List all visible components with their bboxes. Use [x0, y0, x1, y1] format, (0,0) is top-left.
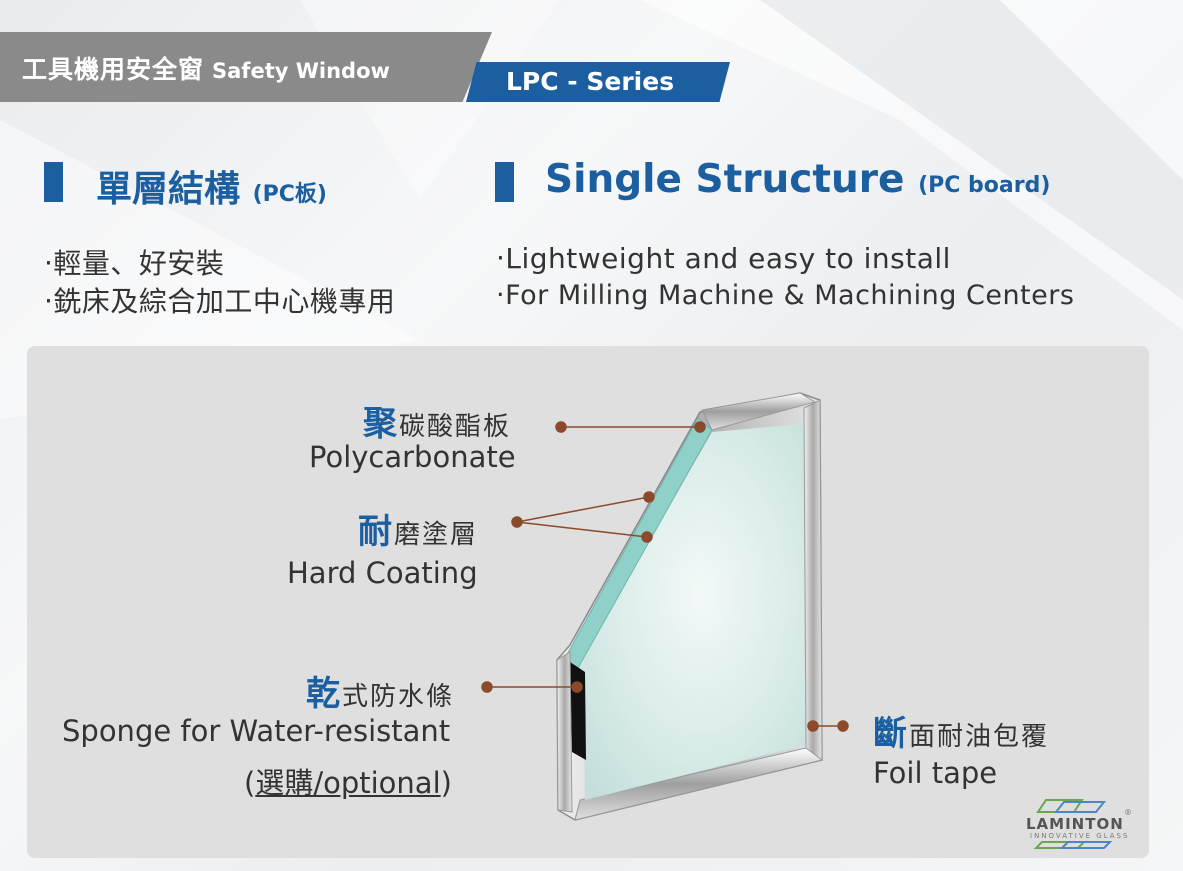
- frame-left-edge: [556, 651, 573, 813]
- heading-en-sub: (PC board): [918, 173, 1051, 198]
- label-polycarbonate-zh-rest: 碳酸酯板: [399, 412, 512, 442]
- heading-zh-text: 單層結構: [96, 169, 241, 210]
- dot-hard-coating-target-2: [641, 531, 653, 543]
- label-sponge-optional: (選購/optional): [244, 760, 452, 802]
- bullet-en-2: ‧For Milling Machine & Machining Centers: [496, 280, 1075, 311]
- dot-foil-target: [807, 720, 819, 732]
- dot-foil-label: [837, 720, 849, 732]
- header-title: 工具機用安全窗 Safety Window: [22, 50, 390, 86]
- glass-pane: [574, 424, 805, 800]
- label-sponge-zh-rest: 式防水條: [342, 682, 455, 712]
- label-sponge-zh-first: 乾: [306, 674, 342, 714]
- heading-zh: 單層結構 (PC板): [96, 160, 327, 212]
- dot-hard-coating-label: [511, 516, 523, 528]
- header-banner: [0, 32, 492, 102]
- dot-sponge-target: [571, 681, 583, 693]
- logo-registered-icon: ®: [1124, 808, 1132, 817]
- title-en: Safety Window: [212, 59, 390, 83]
- label-sponge-zh: 乾式防水條: [306, 666, 454, 715]
- frame-right-edge: [803, 399, 823, 761]
- label-foil-en: Foil tape: [873, 756, 998, 790]
- logo-tagline: INNOVATIVE GLASS: [1030, 832, 1130, 840]
- heading-en: Single Structure (PC board): [545, 157, 1050, 202]
- laminton-logo-icon: [1033, 799, 1113, 849]
- sponge-strip: [570, 662, 586, 760]
- leader-hard-coating-2: [516, 521, 648, 538]
- bullet-en-1: ‧Lightweight and easy to install: [496, 242, 951, 275]
- label-foil-zh-first: 斷: [873, 714, 909, 754]
- dot-polycarbonate-target: [694, 421, 706, 433]
- bullet-zh-1: ‧輕量、好安裝: [44, 247, 225, 280]
- optional-open-paren: (: [244, 766, 256, 800]
- label-polycarbonate-en: Polycarbonate: [309, 440, 516, 474]
- label-hard-coating-zh: 耐磨塗層: [358, 504, 478, 553]
- series-banner: [466, 62, 730, 102]
- label-foil-zh-rest: 面耐油包覆: [909, 722, 1050, 752]
- heading-en-text: Single Structure: [545, 157, 905, 202]
- dot-polycarbonate-label: [555, 421, 567, 433]
- optional-text: 選購/optional: [255, 766, 441, 800]
- label-hard-coating-zh-first: 耐: [358, 512, 394, 552]
- label-hard-coating-zh-rest: 磨塗層: [394, 520, 479, 550]
- logo-name: LAMINTON: [1026, 815, 1124, 833]
- leader-lines: [481, 421, 849, 732]
- dot-sponge-label: [481, 681, 493, 693]
- label-polycarbonate-zh: 聚碳酸酯板: [363, 396, 511, 445]
- heading-bar-zh: [44, 162, 63, 202]
- series-label: LPC - Series: [506, 67, 675, 96]
- optional-close-paren: ): [440, 766, 452, 800]
- dot-hard-coating-target-1: [643, 491, 655, 503]
- heading-bar-en: [495, 162, 514, 202]
- leader-hard-coating-1: [516, 496, 650, 523]
- label-sponge-en: Sponge for Water-resistant: [62, 714, 451, 748]
- heading-zh-sub: (PC板): [252, 182, 327, 207]
- label-foil-zh: 斷面耐油包覆: [873, 706, 1049, 755]
- title-zh: 工具機用安全窗: [22, 55, 205, 84]
- bullet-zh-2: ‧銑床及綜合加工中心機專用: [44, 285, 396, 318]
- frame-bottom-edge: [574, 747, 824, 821]
- label-polycarbonate-zh-first: 聚: [363, 404, 399, 444]
- label-hard-coating-en: Hard Coating: [287, 556, 478, 590]
